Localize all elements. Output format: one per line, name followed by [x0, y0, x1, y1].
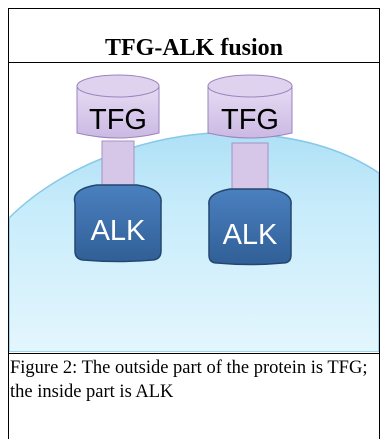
diagram-svg: TFG ALK TFG ALK	[8, 74, 380, 353]
alk-label-2: ALK	[223, 219, 278, 251]
title-row: TFG-ALK fusion	[9, 9, 379, 63]
figure-frame: TFG-ALK fusion	[8, 8, 380, 439]
tfg-label-1: TFG	[89, 104, 147, 136]
fusion-diagram: TFG ALK TFG ALK	[8, 63, 380, 353]
tfg-domain-2: TFG	[207, 74, 293, 139]
alk-domain-1: ALK	[73, 184, 162, 263]
caption-row: Figure 2: The outside part of the protei…	[9, 353, 379, 441]
tfg-label-2: TFG	[221, 104, 279, 136]
linker-1	[101, 140, 135, 187]
alk-domain-2: ALK	[208, 188, 292, 266]
figure-title: TFG-ALK fusion	[104, 35, 284, 61]
fusion-protein-2: TFG ALK	[207, 74, 293, 266]
cell-membrane	[8, 131, 380, 353]
linker-2	[231, 142, 269, 191]
fusion-protein-1: TFG ALK	[73, 74, 162, 263]
figure-caption: Figure 2: The outside part of the protei…	[10, 358, 368, 402]
tfg-domain-1: TFG	[76, 74, 160, 139]
alk-label-1: ALK	[91, 215, 146, 247]
